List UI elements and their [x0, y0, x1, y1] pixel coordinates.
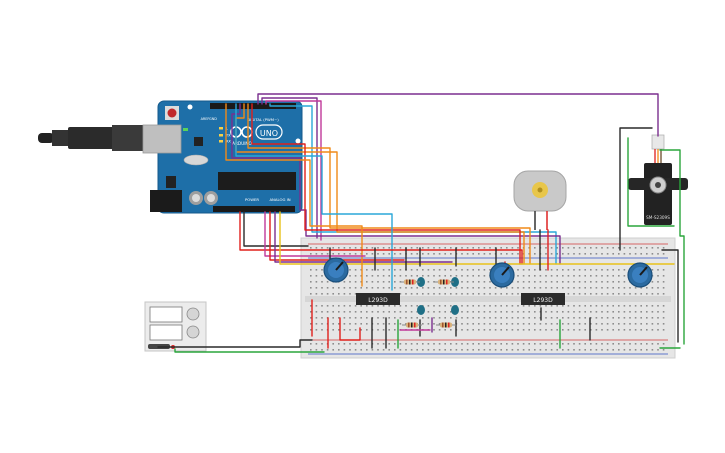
reset-button[interactable] — [167, 108, 177, 118]
breadboard[interactable] — [300, 237, 676, 359]
led-1[interactable] — [417, 277, 425, 287]
breadboard-holes — [310, 247, 665, 351]
led-2[interactable] — [451, 277, 459, 287]
analog-label: ANALOG IN — [269, 197, 290, 202]
digital-label: DIGITAL (PWM~) — [247, 117, 279, 122]
power-analog-header[interactable] — [213, 206, 295, 212]
arduino-uno[interactable]: UNO ARDUINO DIGITAL (PWM~) POWER ANALOG … — [38, 100, 303, 214]
gnd-label: GND — [209, 117, 217, 121]
potentiometer-3[interactable] — [627, 262, 653, 288]
l293d-right[interactable]: L293D — [521, 293, 565, 305]
led-l-label: L — [226, 127, 228, 131]
l293d-left[interactable]: L293D — [356, 293, 400, 305]
led-tx-label: TX — [225, 134, 231, 138]
led-l — [219, 127, 223, 130]
digital-header[interactable] — [210, 103, 296, 109]
potentiometer-1[interactable] — [323, 257, 349, 283]
board-model: UNO — [260, 129, 278, 138]
power-led — [183, 128, 188, 131]
dc-motor[interactable] — [513, 170, 567, 230]
resistor-1[interactable] — [400, 279, 420, 285]
led-4[interactable] — [451, 305, 459, 315]
atmega-chip — [218, 172, 296, 190]
l293d-left-label: L293D — [368, 297, 388, 304]
servo-motor[interactable]: SM-S2309S — [628, 134, 688, 225]
led-tx — [219, 134, 223, 137]
board-brand: ARDUINO — [232, 141, 252, 146]
l293d-right-label: L293D — [533, 297, 553, 304]
led-rx-label: RX — [226, 140, 231, 144]
resistor-2[interactable] — [434, 279, 454, 285]
resistor-4[interactable] — [436, 322, 456, 328]
servo-label: SM-S2309S — [646, 215, 670, 220]
battery-pack[interactable] — [144, 301, 207, 352]
led-3[interactable] — [417, 305, 425, 315]
resistor-3[interactable] — [402, 322, 422, 328]
potentiometer-2[interactable] — [489, 262, 515, 288]
servo-connector — [651, 134, 665, 150]
aref-label: AREF — [201, 117, 210, 121]
wires — [157, 93, 685, 353]
led-rx — [219, 140, 223, 143]
power-label: POWER — [245, 197, 259, 202]
